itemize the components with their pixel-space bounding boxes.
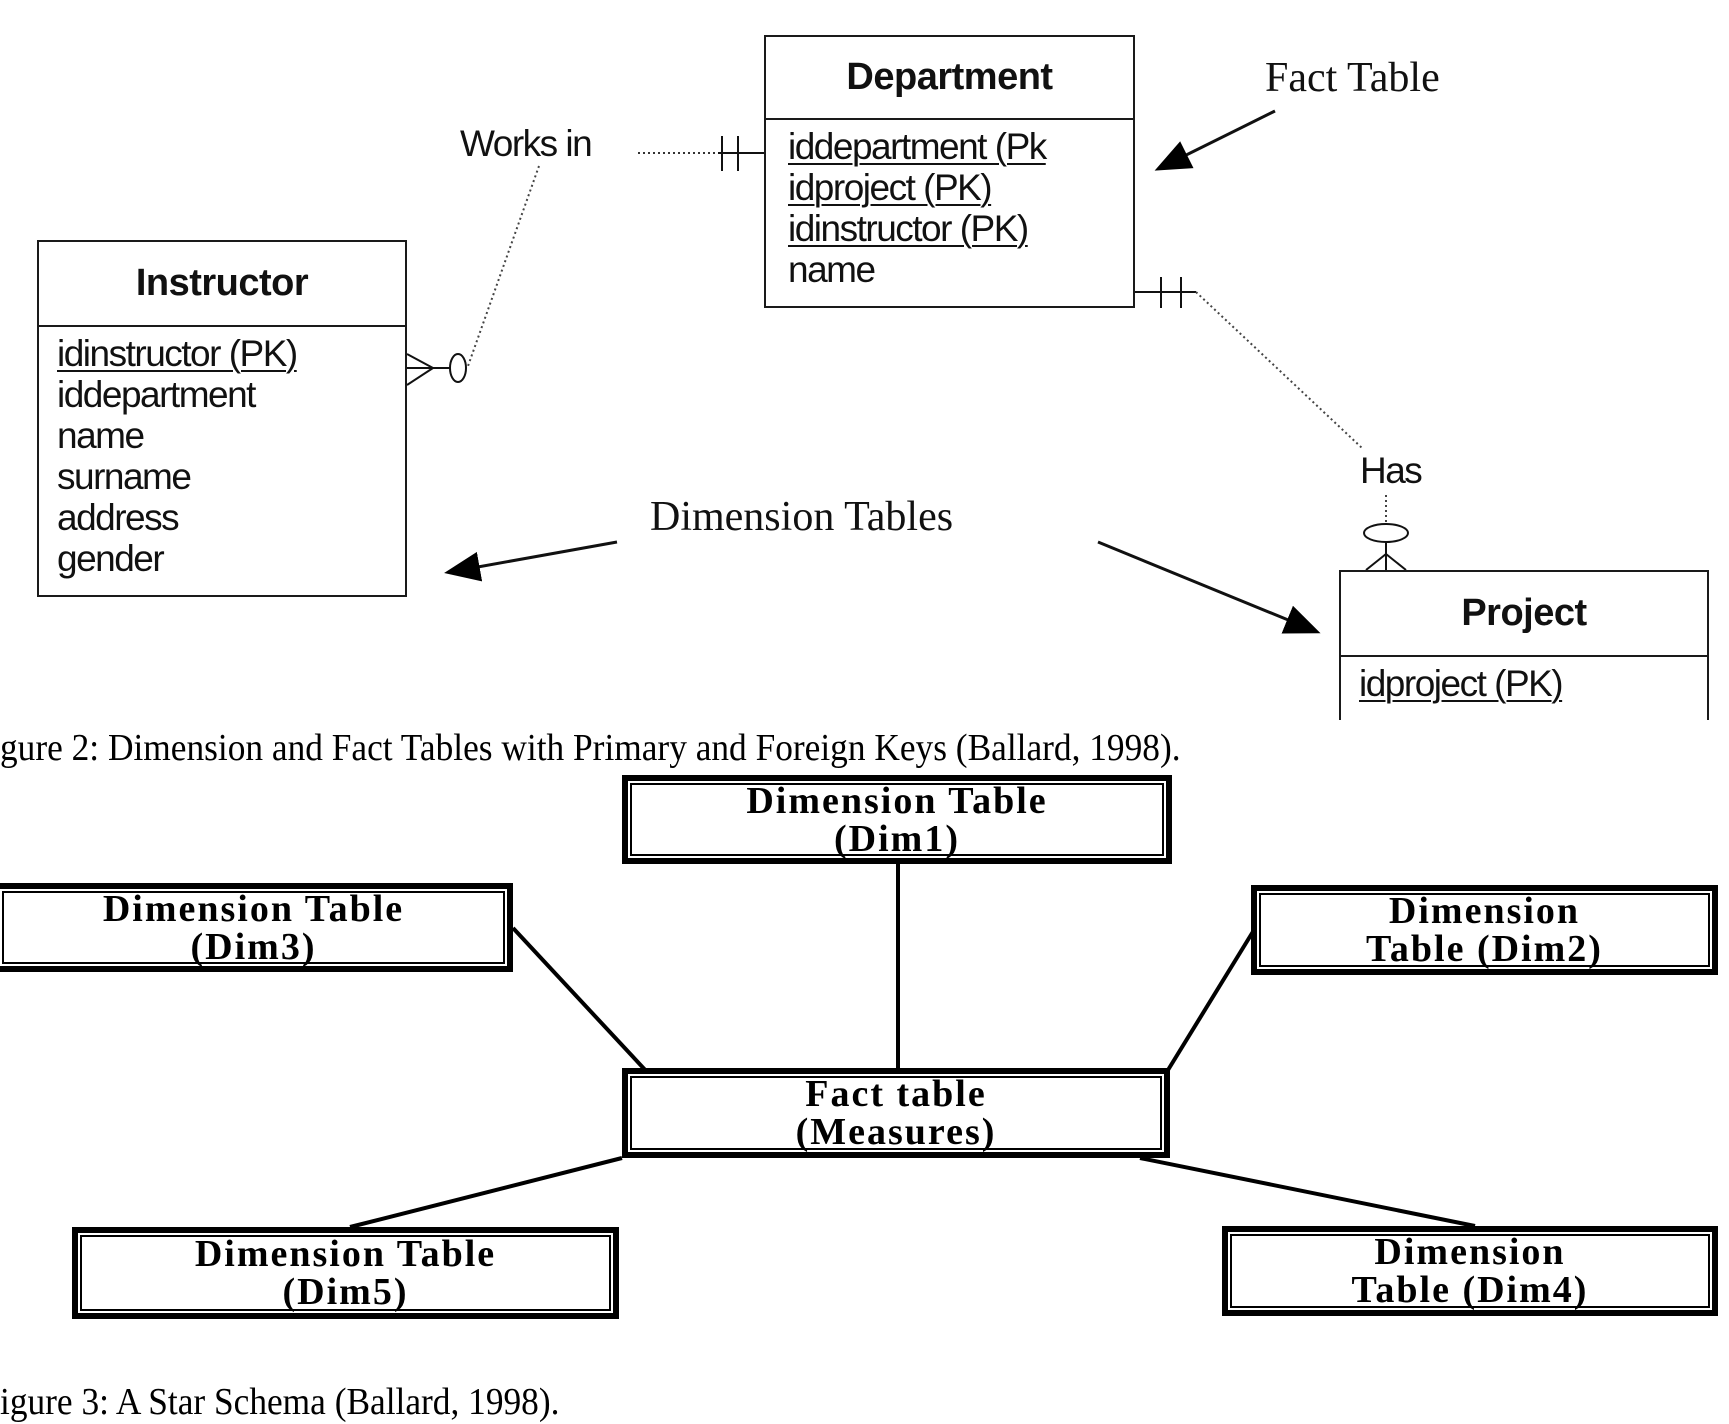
attribute-key: idinstructor (PK) <box>788 208 1029 249</box>
attribute: name <box>57 415 145 456</box>
dim1-line2: (Dim1) <box>834 817 960 860</box>
attribute-key: iddepartment (Pk <box>788 126 1047 167</box>
department-attributes: iddepartment (Pk idproject (PK) idinstru… <box>766 120 1133 290</box>
dim3-table: Dimension Table(Dim3) <box>0 883 513 972</box>
department-table-title: Department <box>846 56 1053 98</box>
dim5-line2: (Dim5) <box>282 1271 409 1313</box>
works-in-label: Works in <box>460 123 593 164</box>
fact-table-arrow <box>1154 109 1276 171</box>
star-link-dim4 <box>1139 1156 1476 1228</box>
instructor-table-title: Instructor <box>135 262 309 304</box>
instructor-table-header: Instructor <box>39 242 405 327</box>
figure2-caption: gure 2: Dimension and Fact Tables with P… <box>0 727 1181 769</box>
project-table: Project idproject (PK) <box>1339 570 1709 730</box>
has-label: Has <box>1360 450 1423 491</box>
star-link-dim2 <box>1166 928 1256 1072</box>
dim2-line2: Table (Dim2) <box>1366 928 1603 970</box>
dimension-arrow-left <box>444 540 618 582</box>
dim1-line1: Dimension Table <box>746 779 1048 822</box>
fact-table: Fact table(Measures) <box>622 1068 1170 1158</box>
has-zero-circle <box>1363 523 1409 543</box>
project-attributes: idproject (PK) <box>1341 657 1707 704</box>
dimension-tables-annotation: Dimension Tables <box>650 494 954 540</box>
attribute-key: idinstructor (PK) <box>57 333 298 374</box>
instructor-table: Instructor idinstructor (PK) iddepartmen… <box>37 240 407 597</box>
star-link-dim5 <box>349 1156 623 1229</box>
dim4-line2: Table (Dim4) <box>1351 1269 1589 1311</box>
figure2-clip-mask <box>1330 720 1729 732</box>
figure3-caption: igure 3: A Star Schema (Ballard, 1998). <box>0 1381 560 1423</box>
project-table-title: Project <box>1461 592 1587 634</box>
project-table-header: Project <box>1341 572 1707 657</box>
fact-line1: Fact table <box>805 1073 987 1115</box>
has-crows-foot-right <box>1385 553 1407 571</box>
department-table-header: Department <box>766 37 1133 120</box>
instructor-attributes: idinstructor (PK) iddepartment name surn… <box>39 327 405 579</box>
dim4-line1: Dimension <box>1374 1231 1566 1273</box>
star-link-dim3 <box>511 926 650 1075</box>
dim3-line1: Dimension Table <box>102 887 405 930</box>
dim3-line2: (Dim3) <box>190 925 317 968</box>
attribute-key: idproject (PK) <box>1359 663 1564 704</box>
dim5-table: Dimension Table(Dim5) <box>72 1227 619 1319</box>
attribute: name <box>788 249 876 290</box>
dimension-arrow-right <box>1097 540 1321 634</box>
fact-table-annotation: Fact Table <box>1265 55 1440 101</box>
attribute-key: idproject (PK) <box>788 167 993 208</box>
attribute: address <box>57 497 180 538</box>
fact-line2: (Measures) <box>795 1111 997 1153</box>
has-crows-foot-left <box>1365 553 1387 571</box>
dim1-table: Dimension Table(Dim1) <box>622 775 1172 864</box>
attribute: surname <box>57 456 192 497</box>
dim5-line1: Dimension Table <box>194 1233 497 1275</box>
has-dotted-line-upper <box>1195 291 1363 449</box>
works-in-dotted-line-v <box>467 165 540 367</box>
crows-foot-upper <box>406 353 434 369</box>
optional-zero-circle <box>449 353 467 383</box>
crows-foot-lower <box>406 367 434 386</box>
attribute: iddepartment <box>57 374 256 415</box>
attribute: gender <box>57 538 165 579</box>
department-table: Department iddepartment (Pk idproject (P… <box>764 35 1135 308</box>
dim2-line1: Dimension <box>1388 890 1581 932</box>
